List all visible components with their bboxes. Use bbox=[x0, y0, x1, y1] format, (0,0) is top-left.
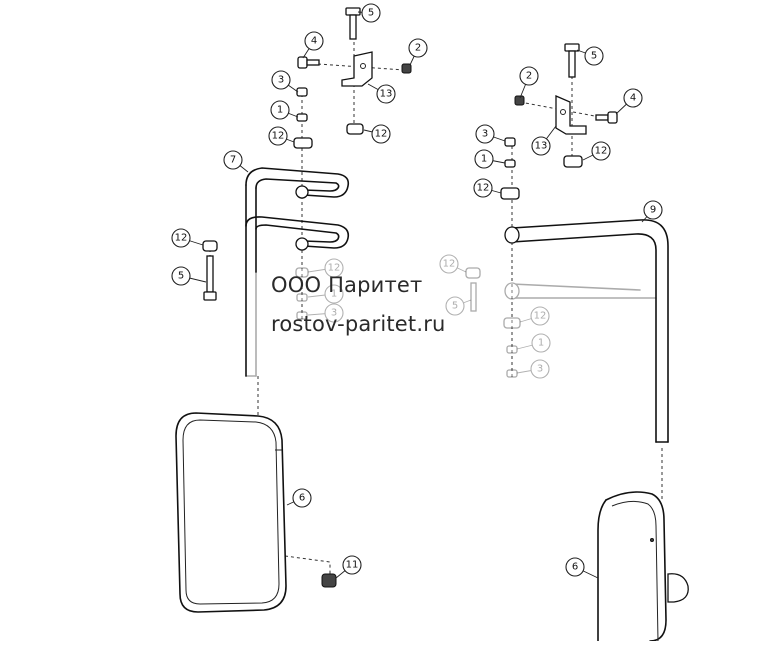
callout-3: 3 bbox=[516, 359, 550, 379]
callout-number: 4 bbox=[630, 93, 636, 104]
left-bracket bbox=[341, 51, 373, 87]
callout-number: 12 bbox=[534, 311, 547, 322]
callout-13: 13 bbox=[531, 125, 557, 156]
callout-1: 1 bbox=[307, 284, 344, 304]
left-nut bbox=[401, 63, 412, 74]
callout-number: 13 bbox=[535, 141, 548, 152]
callout-12: 12 bbox=[268, 126, 295, 146]
callout-5: 5 bbox=[445, 296, 472, 316]
callout-number: 3 bbox=[482, 129, 488, 140]
callout-12: 12 bbox=[439, 254, 467, 274]
callout-number: 3 bbox=[278, 75, 284, 86]
left-mirror bbox=[175, 412, 287, 613]
callout-number: 1 bbox=[331, 289, 337, 300]
left-mirror-nut bbox=[321, 573, 337, 588]
left-bushing-right bbox=[346, 123, 364, 135]
callout-6: 6 bbox=[286, 488, 312, 508]
left-mirror-nut-axis bbox=[284, 555, 331, 575]
callout-6: 6 bbox=[565, 557, 599, 579]
callout-3: 3 bbox=[475, 124, 506, 144]
callout-number: 2 bbox=[415, 43, 421, 54]
callout-3: 3 bbox=[271, 70, 299, 93]
right-mirror bbox=[597, 491, 689, 642]
right-top-bolt bbox=[564, 43, 580, 78]
left-bushing-lower bbox=[202, 240, 218, 252]
callout-number: 5 bbox=[591, 51, 597, 62]
right-bracket bbox=[555, 95, 587, 135]
callout-5: 5 bbox=[357, 3, 381, 23]
left-lower-bolt bbox=[203, 255, 217, 301]
callout-5: 5 bbox=[576, 46, 604, 66]
callout-7: 7 bbox=[223, 150, 249, 173]
callout-number: 1 bbox=[481, 154, 487, 165]
right-washer-3 bbox=[504, 137, 516, 147]
callout-1: 1 bbox=[474, 149, 506, 169]
right-lower-hardware bbox=[465, 267, 521, 378]
callout-number: 4 bbox=[311, 36, 317, 47]
left-top-bolt bbox=[345, 7, 361, 40]
callout-12: 12 bbox=[307, 258, 344, 278]
callout-2: 2 bbox=[519, 66, 539, 99]
right-pin bbox=[595, 111, 618, 124]
callout-number: 12 bbox=[375, 129, 388, 140]
callout-9: 9 bbox=[641, 200, 663, 223]
callout-number: 12 bbox=[595, 146, 608, 157]
callout-5: 5 bbox=[171, 266, 207, 286]
right-bushing-upper bbox=[500, 187, 520, 200]
left-bushing-upper bbox=[293, 137, 313, 149]
callout-number: 12 bbox=[477, 183, 490, 194]
callout-number: 6 bbox=[572, 562, 578, 573]
callout-number: 1 bbox=[538, 338, 544, 349]
callout-number: 13 bbox=[380, 89, 393, 100]
callout-11: 11 bbox=[335, 555, 362, 579]
callout-12: 12 bbox=[519, 306, 550, 326]
callout-number: 6 bbox=[299, 493, 305, 504]
callout-number: 5 bbox=[178, 271, 184, 282]
callout-4: 4 bbox=[615, 88, 643, 115]
callout-number: 11 bbox=[346, 560, 359, 571]
callout-12: 12 bbox=[473, 178, 502, 198]
callout-number: 9 bbox=[650, 205, 656, 216]
callout-number: 5 bbox=[368, 8, 374, 19]
callout-number: 3 bbox=[331, 308, 337, 319]
right-bushing-right bbox=[563, 155, 583, 168]
right-washer-1 bbox=[504, 159, 516, 168]
callout-4: 4 bbox=[302, 31, 324, 59]
callout-12: 12 bbox=[171, 228, 204, 248]
right-nut bbox=[514, 95, 525, 106]
callout-number: 3 bbox=[537, 364, 543, 375]
callout-number: 2 bbox=[526, 71, 532, 82]
left-pin bbox=[297, 56, 320, 69]
left-washer-1 bbox=[296, 113, 308, 122]
right-mirror-arm bbox=[504, 219, 669, 443]
callout-number: 5 bbox=[452, 301, 458, 312]
callout-13: 13 bbox=[367, 83, 396, 104]
callout-number: 12 bbox=[443, 259, 456, 270]
callout-number: 12 bbox=[175, 233, 188, 244]
left-lower-hardware bbox=[295, 267, 309, 320]
callout-number: 1 bbox=[277, 105, 283, 116]
callout-2: 2 bbox=[408, 38, 428, 66]
callout-number: 12 bbox=[328, 263, 341, 274]
watermark-website: rostov-paritet.ru bbox=[271, 312, 446, 336]
callout-number: 12 bbox=[272, 131, 285, 142]
callout-12: 12 bbox=[582, 141, 611, 161]
callout-1: 1 bbox=[516, 333, 551, 353]
watermark-company: ООО Паритет bbox=[271, 273, 423, 297]
callout-1: 1 bbox=[270, 100, 299, 120]
callout-3: 3 bbox=[307, 303, 344, 323]
left-mirror-arm bbox=[245, 167, 350, 377]
callout-number: 7 bbox=[230, 155, 236, 166]
callout-12: 12 bbox=[363, 124, 391, 144]
left-washer-3 bbox=[296, 87, 308, 97]
